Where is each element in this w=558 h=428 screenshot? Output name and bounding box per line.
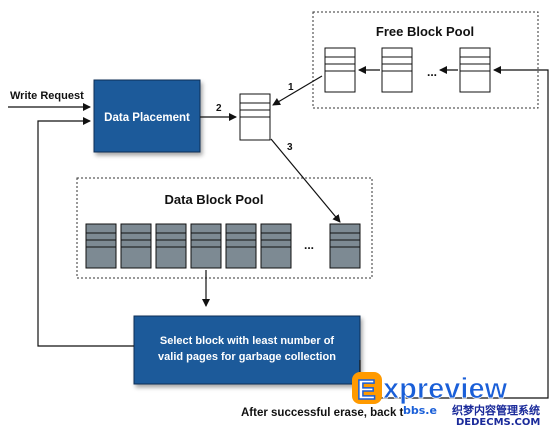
watermark-letter: E	[357, 374, 376, 405]
data-block-4	[190, 223, 222, 269]
free-pool-ellipsis: ...	[427, 65, 437, 79]
watermark-badge	[352, 372, 382, 404]
gc-label-line2: valid pages for garbage collection	[158, 351, 336, 363]
watermark-url-right: DEDECMS.COM	[456, 417, 540, 428]
data-placement-label: Data Placement	[104, 112, 190, 124]
step-1-label: 1	[288, 82, 294, 93]
data-placement-box	[93, 79, 201, 153]
active-block	[239, 93, 271, 141]
watermark-chinese: 织梦内容管理系统	[452, 403, 540, 417]
data-block-pool-region	[76, 177, 373, 279]
data-pool-ellipsis: ...	[304, 238, 314, 252]
free-block-2	[381, 47, 413, 93]
write-request-label: Write Request	[10, 90, 84, 102]
arrow-step-3	[270, 138, 341, 223]
data-block-6	[260, 223, 292, 269]
data-block-3	[155, 223, 187, 269]
data-block-7	[329, 223, 361, 269]
data-block-2	[120, 223, 152, 269]
step-3-label: 3	[287, 142, 293, 153]
expreview-watermark: E xpreview 织梦内容管理系统 bbs.e DEDECMS.COM	[352, 372, 540, 428]
free-block-pool-region	[312, 11, 539, 109]
watermark-url-left: bbs.e	[403, 404, 437, 417]
data-block-1	[85, 223, 117, 269]
erase-to-free-pool-loop	[359, 66, 549, 399]
free-block-pool-title: Free Block Pool	[376, 24, 474, 39]
arrow-step-1	[272, 75, 323, 106]
free-block-1	[324, 47, 356, 93]
after-erase-label: After successful erase, back t	[241, 407, 404, 419]
gc-select-box	[133, 315, 361, 385]
data-block-5	[225, 223, 257, 269]
free-block-3	[459, 47, 491, 93]
step-2-label: 2	[216, 103, 222, 114]
gc-label-line1: Select block with least number of	[160, 335, 335, 347]
data-block-pool-title: Data Block Pool	[165, 192, 264, 207]
watermark-brand: xpreview	[383, 373, 508, 405]
gc-to-placement-loop	[37, 117, 134, 347]
